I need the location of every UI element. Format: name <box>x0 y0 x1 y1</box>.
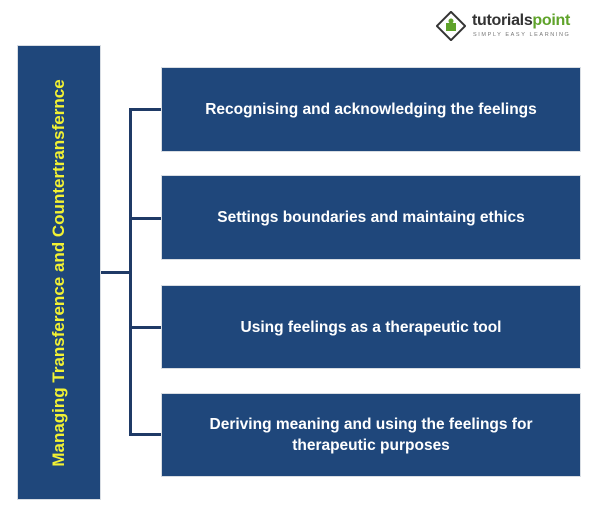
logo-tagline: SIMPLY EASY LEARNING <box>473 32 571 38</box>
branch-node-2: Settings boundaries and maintaing ethics <box>161 175 581 260</box>
tutorialspoint-logo: tutorialspoint SIMPLY EASY LEARNING <box>436 9 586 45</box>
branch-node-3: Using feelings as a therapeutic tool <box>161 285 581 369</box>
connector-root <box>101 271 131 274</box>
root-label: Managing Transference and Countertransfe… <box>49 78 68 467</box>
branch-node-1: Recognising and acknowledging the feelin… <box>161 67 581 152</box>
connector-branch-3 <box>129 326 161 329</box>
connector-branch-1 <box>129 108 161 111</box>
branch-node-4: Deriving meaning and using the feelings … <box>161 393 581 477</box>
logo-diamond-icon <box>436 11 466 41</box>
connector-branch-4 <box>129 433 161 436</box>
connector-trunk <box>129 108 132 436</box>
root-node: Managing Transference and Countertransfe… <box>17 45 101 500</box>
logo-name: tutorialspoint <box>472 12 571 29</box>
connector-branch-2 <box>129 217 161 220</box>
